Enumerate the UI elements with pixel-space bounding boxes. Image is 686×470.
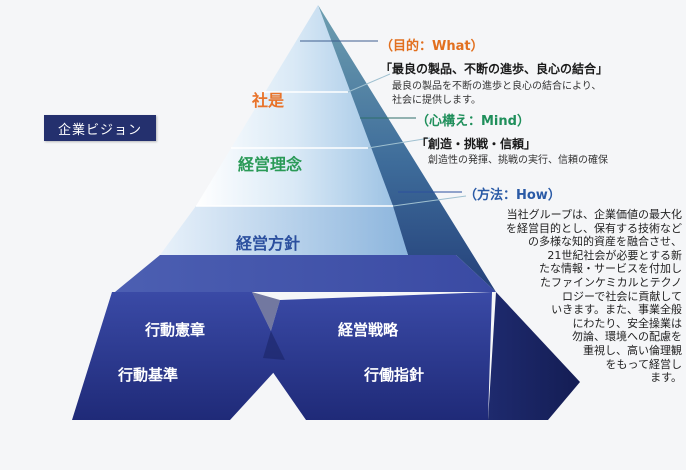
tier2-label: 経営理念 <box>238 155 303 174</box>
note-how-line: をもって経営し <box>605 357 682 371</box>
side-divider-2 <box>367 137 431 149</box>
base-right-leg <box>263 292 492 420</box>
tier-top-face <box>196 5 393 206</box>
base-label-action-charter: 行動憲章 <box>144 321 205 339</box>
note-how-line: 勿論、環境への配慮を <box>572 330 682 344</box>
base-right-side-face <box>488 292 580 420</box>
tier3-label: 経営方針 <box>236 234 300 253</box>
side-divider-3 <box>392 195 467 207</box>
note-how-line: の多様な知的資産を融合させ、 <box>528 235 682 249</box>
note-how-line: ます。 <box>650 371 682 385</box>
tier1-label: 社是 <box>251 91 284 110</box>
note-how-line: いきます。また、事業全般 <box>551 303 682 317</box>
base-top-face <box>115 255 496 292</box>
note-how: （方法：How） <box>464 184 561 203</box>
note-mind: （心構え：Mind） 「創造・挑戦・信頼」 創造性の発揮、挑戦の実行、信頼の確保 <box>416 110 608 168</box>
tier3-face <box>160 206 408 255</box>
note-how-line: 21世紀社会が必要とする新 <box>547 248 682 262</box>
pyramid-tiers <box>160 5 496 292</box>
note-how-line: ロジーで社会に貢献して <box>561 289 682 303</box>
note-mind-title: 「創造・挑戦・信頼」 <box>416 137 537 151</box>
note-mind-heading: （心構え：Mind） <box>416 114 530 129</box>
note-what-body: 最良の製品を不断の進歩と良心の結合により、 社会に提供します。 <box>380 80 608 108</box>
note-what-title: 「最良の製品、不断の進歩、良心の結合」 <box>380 62 609 76</box>
note-what-line: 社会に提供します。 <box>392 95 481 106</box>
side-divider-1 <box>347 73 391 93</box>
note-what: （目的：What） 「最良の製品、不断の進歩、良心の結合」 最良の製品を不断の進… <box>380 35 608 108</box>
pyramid-base <box>72 255 580 420</box>
note-how-body: 当社グループは、企業価値の最大化 を経営目的とし、保有する技術など の多様な知的… <box>470 208 682 385</box>
base-arch-shadow <box>252 292 285 360</box>
note-how-heading: （方法：How） <box>464 188 561 203</box>
corporate-vision-badge: 企業ビジョン <box>44 115 156 141</box>
note-mind-body: 創造性の発揮、挑戦の実行、信頼の確保 <box>416 154 608 168</box>
note-how-line: を経営目的とし、保有する技術など <box>506 221 682 235</box>
base-label-guideline: 行働指針 <box>363 366 424 384</box>
note-how-line: にわたり、安全操業は <box>572 316 682 330</box>
base-label-strategy: 経営戦略 <box>338 321 399 339</box>
note-how-line: たファインケミカルとテクノ <box>539 275 682 289</box>
base-label-action-standard: 行動基準 <box>117 366 178 384</box>
note-how-line: 重視し、高い倫理観 <box>583 343 682 357</box>
base-left-leg <box>72 292 285 420</box>
note-how-line: たな情報・サービスを付加し <box>539 262 682 276</box>
pyramid-side-face <box>318 5 496 292</box>
note-what-line: 最良の製品を不断の進歩と良心の結合により、 <box>392 81 602 92</box>
note-what-heading: （目的：What） <box>380 39 484 54</box>
note-mind-line: 創造性の発揮、挑戦の実行、信頼の確保 <box>428 155 608 166</box>
note-how-line: 当社グループは、企業価値の最大化 <box>506 208 682 221</box>
